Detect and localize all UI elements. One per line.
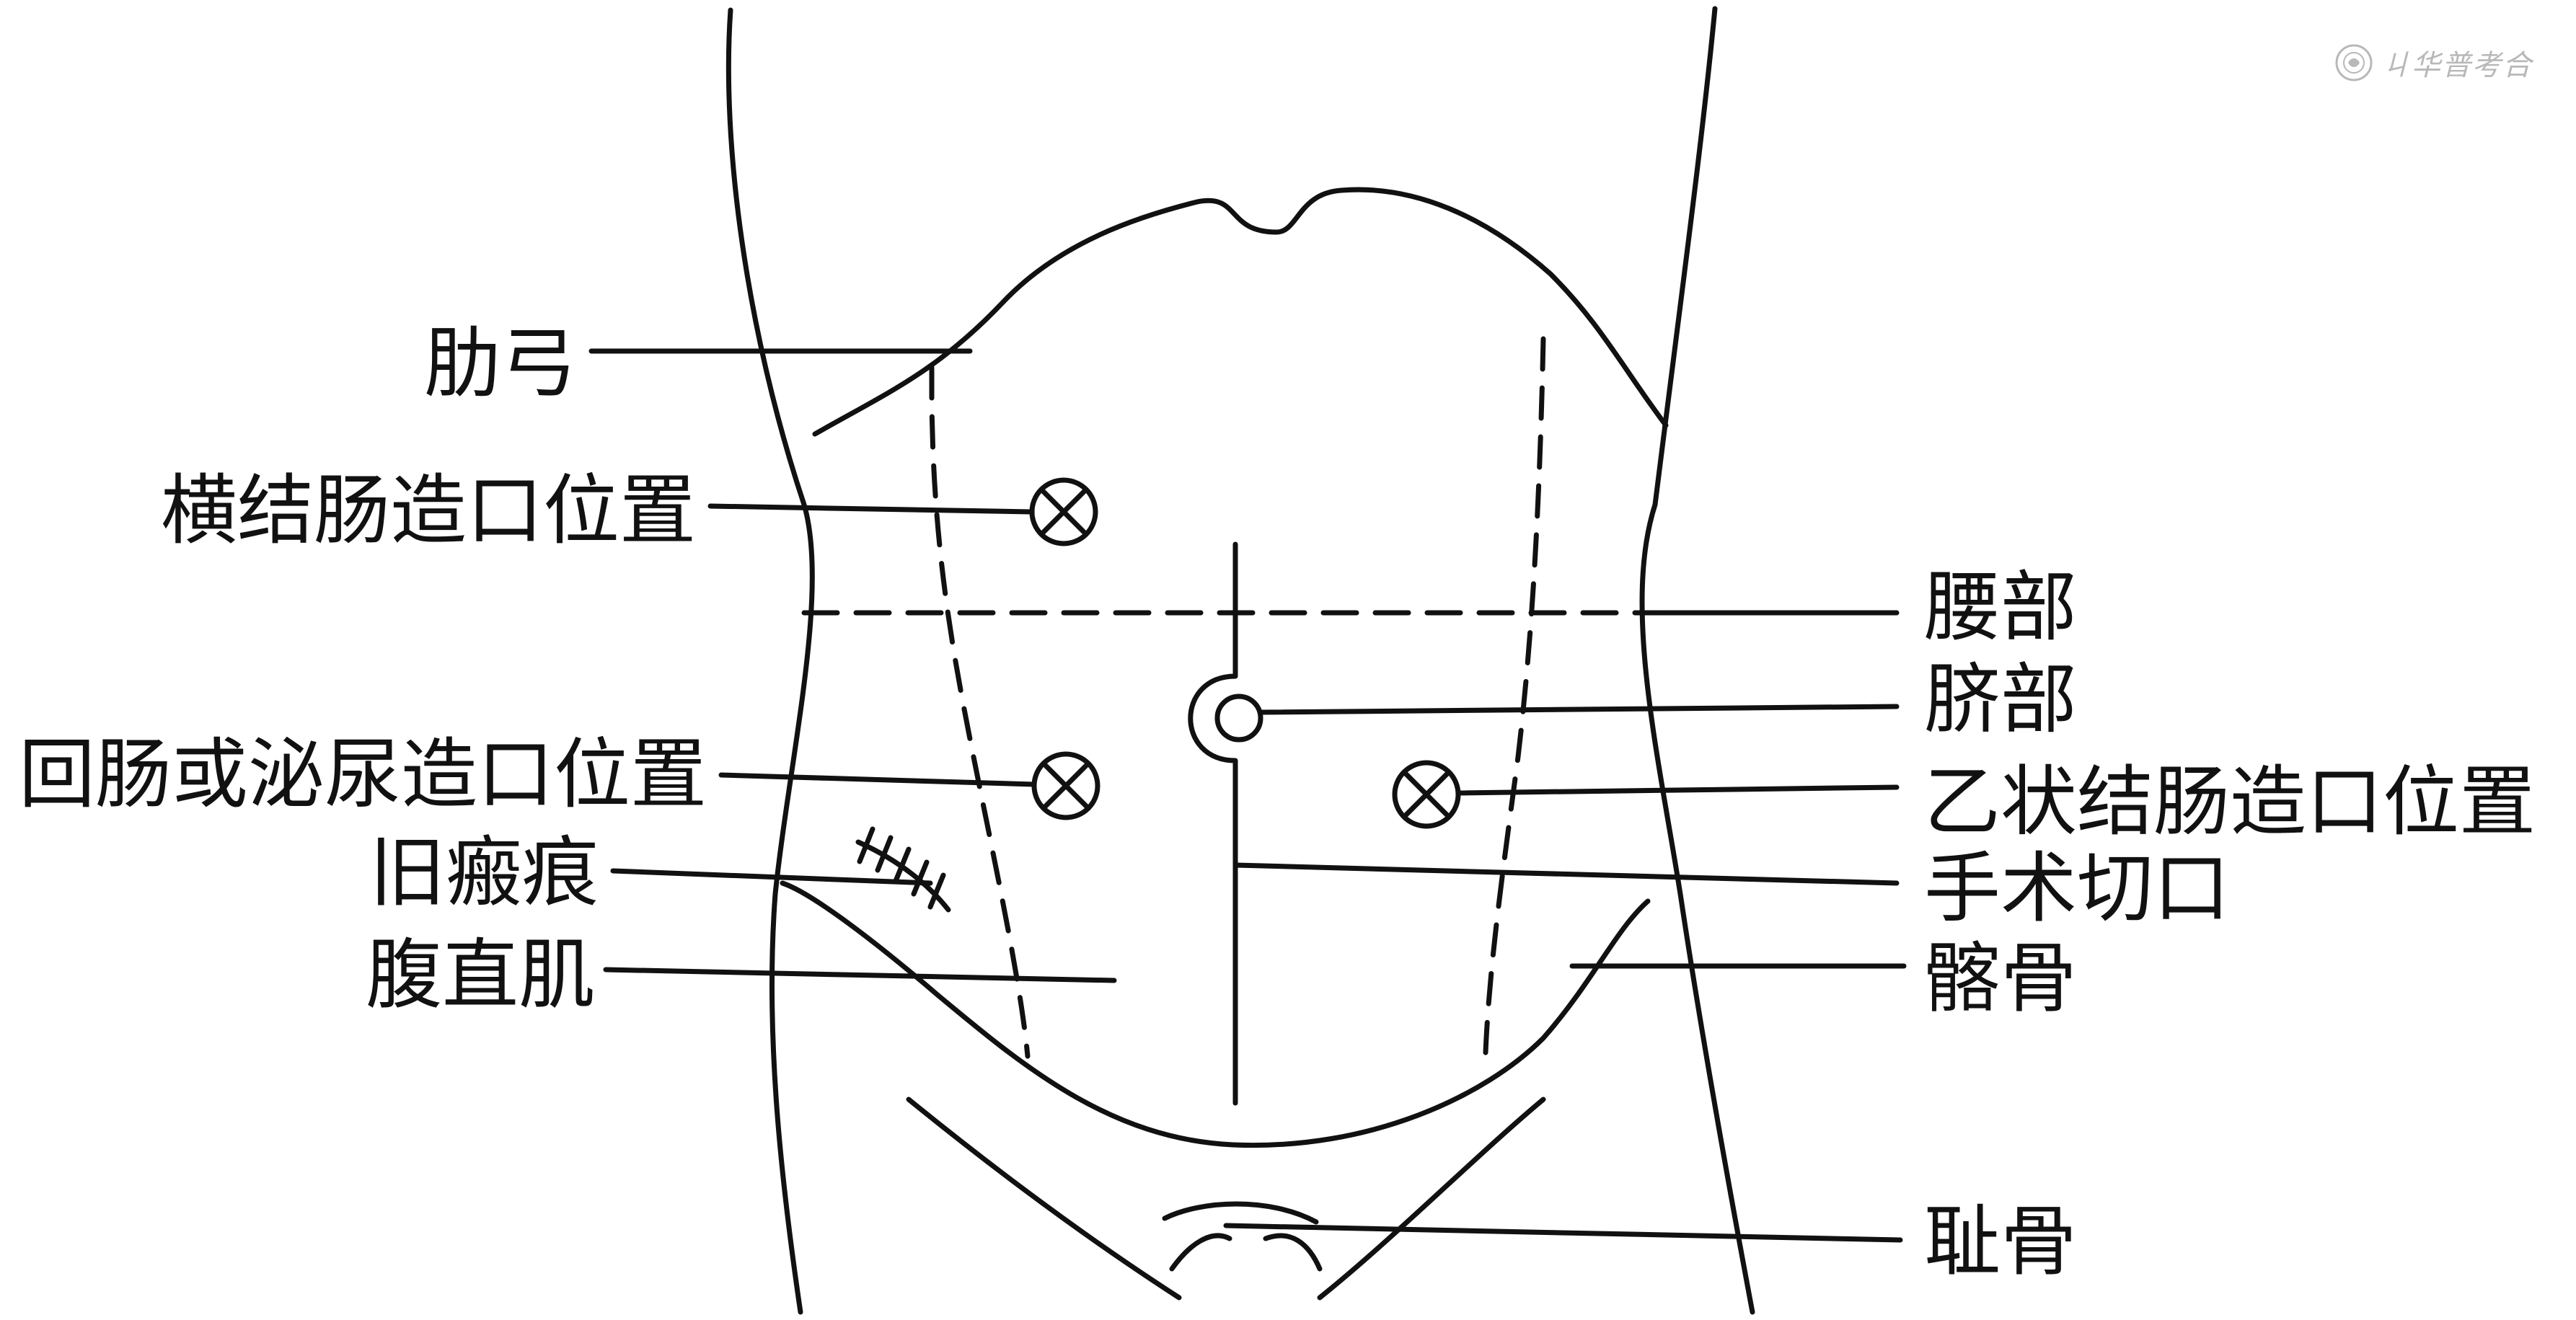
label-surgical-incision: 手术切口	[1924, 844, 2230, 933]
leader-surgical-incision	[1232, 862, 1900, 886]
torso-left-outline	[725, 7, 815, 1315]
label-sigmoid-colostomy-site: 乙状结肠造口位置	[1924, 758, 2536, 846]
leader-umbilicus	[1258, 704, 1900, 715]
pubis-upper-curve	[1162, 1201, 1319, 1225]
label-old-scar: 旧瘢痕	[369, 828, 599, 917]
midline-incision	[1188, 541, 1238, 1106]
leader-old-scar	[610, 868, 933, 886]
label-waist: 腰部	[1924, 563, 2077, 652]
label-transverse-colostomy-site: 横结肠造口位置	[161, 466, 696, 555]
left-groin-line	[906, 1097, 1182, 1301]
umbilicus-circle	[1214, 694, 1263, 743]
watermark: ㄐ华普考合	[2334, 42, 2533, 84]
right-rectus-dashed-line	[1483, 336, 1546, 1055]
label-umbilicus: 脐部	[1924, 655, 2077, 744]
transverse-colostomy-marker	[1029, 477, 1098, 546]
iliac-crest-line	[780, 880, 1651, 1148]
label-rectus-abdominis: 腹直肌	[366, 931, 595, 1019]
seal-logo-icon	[2335, 44, 2373, 81]
leader-sigmoid-colostomy	[1455, 784, 1900, 796]
leader-rectus-abdominis	[603, 967, 1117, 983]
label-pubis: 耻骨	[1924, 1197, 2077, 1286]
label-ilium: 髂骨	[1924, 934, 2077, 1023]
leader-transverse-colostomy	[707, 503, 1034, 515]
old-scar-mark	[855, 826, 951, 913]
torso-right-outline	[1639, 6, 1755, 1315]
left-rectus-dashed-line	[929, 365, 1031, 1059]
leader-ileostomy	[718, 772, 1037, 787]
sigmoid-colostomy-marker	[1392, 760, 1461, 829]
label-ileostomy-or-urostomy-site: 回肠或泌尿造口位置	[19, 730, 707, 819]
label-costal-arch: 肋弓	[424, 319, 577, 408]
watermark-text: ㄐ华普考合	[2381, 49, 2533, 82]
ileostomy-marker	[1031, 751, 1100, 820]
costal-arch-line	[812, 187, 1669, 437]
pubis-lower-curve-right	[1263, 1233, 1323, 1272]
right-groin-line	[1317, 1097, 1546, 1301]
pubis-lower-curve	[1169, 1233, 1232, 1272]
leader-pubis	[1223, 1223, 1903, 1243]
